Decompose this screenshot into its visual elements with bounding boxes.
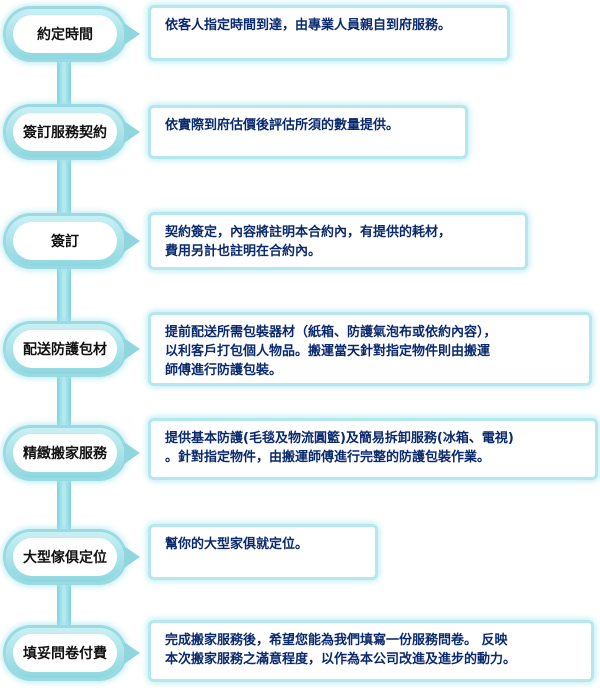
description-line: 以利客戶打包個人物品。搬運當天針對指定物件則由搬運 [165, 344, 491, 359]
description-line: 完成搬家服務後，希望您能為我們填寫一份服務問卷。 反映 [165, 633, 508, 648]
description-line: 幫你的大型家俱就定位。 [165, 537, 309, 552]
step-label-pill: 配送防護包材 [6, 324, 124, 374]
step-label-pill: 精緻搬家服務 [6, 428, 124, 478]
step-description: 提供基本防護(毛毯及物流圓籃)及簡易拆卸服務(冰箱、電視) 。針對指定物件，由搬… [148, 418, 598, 480]
step-description: 契約簽定，內容將註明本合約內，有提供的耗材， 費用另計也註明在合約內。 [148, 212, 528, 270]
arrow-icon [124, 23, 140, 45]
step-description: 幫你的大型家俱就定位。 [148, 524, 378, 580]
step-description: 完成搬家服務後，希望您能為我們填寫一份服務問卷。 反映 本次搬家服務之滿意程度，… [148, 620, 594, 682]
step-description: 提前配送所需包裝器材（紙箱、防護氣泡布或依約內容）， 以利客戶打包個人物品。搬運… [148, 312, 592, 386]
step-label: 配送防護包材 [13, 330, 117, 368]
arrow-icon [124, 642, 140, 664]
arrow-icon [124, 546, 140, 568]
arrow-icon [124, 121, 140, 143]
step-description: 依實際到府估價後評估所須的數量提供。 [148, 105, 468, 159]
step-label-pill: 約定時間 [6, 9, 124, 59]
description-line: 依實際到府估價後評估所須的數量提供。 [165, 118, 400, 133]
description-line: 本次搬家服務之滿意程度，以作為本公司改進及進步的動力。 [165, 652, 517, 667]
arrow-icon [124, 230, 140, 252]
step-label: 填妥問卷付費 [13, 634, 117, 672]
step-label: 大型傢俱定位 [13, 538, 117, 576]
step-label: 精緻搬家服務 [13, 434, 117, 472]
description-line: 提前配送所需包裝器材（紙箱、防護氣泡布或依約內容）， [165, 325, 497, 340]
step-description: 依客人指定時間到達，由專業人員親自到府服務。 [148, 5, 510, 61]
step-label: 簽訂 [13, 222, 117, 260]
step-label-pill: 大型傢俱定位 [6, 532, 124, 582]
step-label-pill: 簽訂 [6, 216, 124, 266]
arrow-icon [124, 442, 140, 464]
description-line: 提供基本防護(毛毯及物流圓籃)及簡易拆卸服務(冰箱、電視) [165, 431, 514, 446]
description-line: 師傅進行防護包裝。 [165, 363, 283, 378]
description-line: 依客人指定時間到達，由專業人員親自到府服務。 [165, 18, 452, 33]
step-label-pill: 填妥問卷付費 [6, 628, 124, 678]
step-label: 約定時間 [13, 15, 117, 53]
description-line: 。針對指定物件，由搬運師傅進行完整的防護包裝作業。 [165, 450, 491, 465]
step-label: 簽訂服務契約 [13, 113, 117, 151]
arrow-icon [124, 338, 140, 360]
description-line: 契約簽定，內容將註明本合約內，有提供的耗材， [165, 225, 452, 240]
description-line: 費用另計也註明在合約內。 [165, 244, 322, 259]
step-label-pill: 簽訂服務契約 [6, 107, 124, 157]
